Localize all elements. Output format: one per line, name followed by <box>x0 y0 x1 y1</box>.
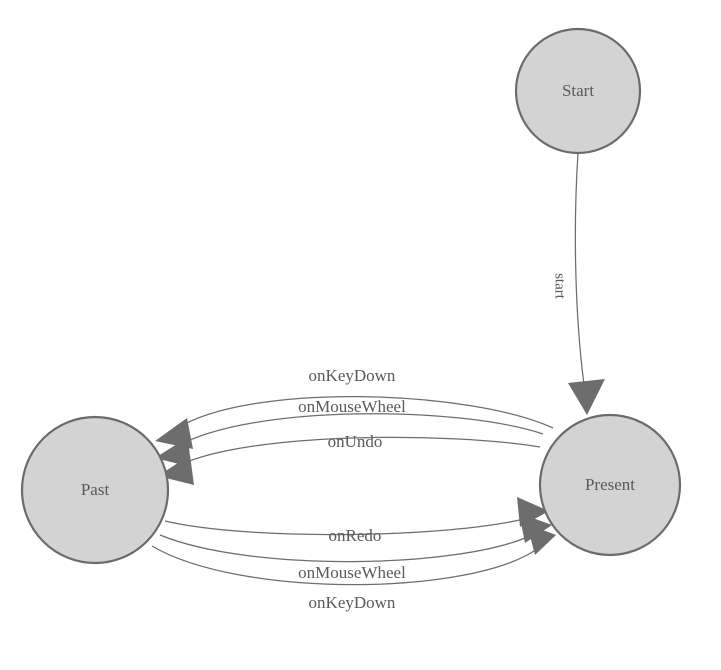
node-layer: Start Past Present <box>20 27 682 565</box>
edge-label-past-to-present-onredo: onRedo <box>329 526 382 545</box>
edge-present-to-past-onkeydown-path <box>175 396 554 430</box>
edge-past-to-present-onkeydown-path <box>151 545 538 586</box>
edge-past-to-present-onkeydown[interactable] <box>151 524 556 586</box>
node-start[interactable]: Start <box>514 27 642 155</box>
node-start-label: Start <box>562 81 594 100</box>
edge-start-to-present-path <box>574 152 586 393</box>
node-past-circle <box>20 415 170 565</box>
edge-label-past-to-present-onmousewheel: onMouseWheel <box>298 563 406 582</box>
edge-present-to-past-onundo-path <box>179 436 541 466</box>
edge-past-to-present-onmousewheel-path <box>159 534 533 563</box>
node-start-circle <box>514 27 642 155</box>
node-present-circle <box>538 413 682 557</box>
edge-present-to-past-onmousewheel-path <box>175 413 544 448</box>
edge-start-to-present[interactable] <box>568 152 605 415</box>
edge-label-past-to-present-onkeydown: onKeyDown <box>309 593 396 612</box>
edge-label-present-to-past-onkeydown: onKeyDown <box>309 366 396 385</box>
edge-start-to-present-arrowhead <box>568 379 605 415</box>
node-past[interactable]: Past <box>20 415 170 565</box>
edge-layer <box>151 152 605 586</box>
edge-present-to-past-onmousewheel[interactable] <box>155 413 544 467</box>
edge-label-present-to-past-onmousewheel: onMouseWheel <box>298 397 406 416</box>
edge-past-to-present-onkeydown-arrowhead <box>527 524 556 555</box>
edge-label-layer: start onKeyDown onMouseWheel onUndo onRe… <box>298 273 567 612</box>
node-present[interactable]: Present <box>538 413 682 557</box>
node-past-label: Past <box>81 480 110 499</box>
edge-label-start: start <box>552 273 568 300</box>
edge-label-present-to-past-onundo: onUndo <box>328 432 383 451</box>
edge-present-to-past-onmousewheel-arrowhead <box>155 437 191 467</box>
node-present-label: Present <box>585 475 635 494</box>
edge-past-to-present-onredo-path <box>164 517 529 536</box>
